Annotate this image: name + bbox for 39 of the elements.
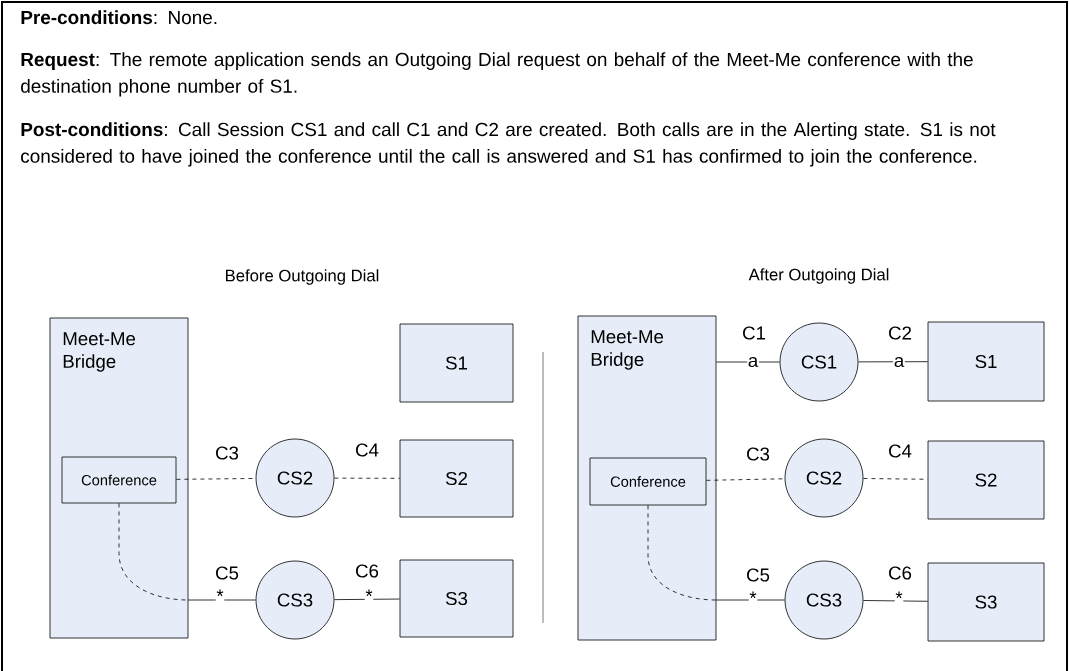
- station-box: S3: [399, 559, 514, 638]
- edge-label: C2: [886, 325, 914, 341]
- line-mark: *: [748, 590, 758, 606]
- conference-box: Conference: [589, 457, 707, 506]
- station-box: S3: [927, 562, 1045, 642]
- edge-label: C3: [744, 446, 772, 462]
- paragraph-text: Request: The remote application sends an Outgoing Dial request on behalf of the Meet-Me conference with the destination phone number of S1.: [21, 52, 973, 97]
- connector-line: [863, 600, 928, 602]
- connector-line: [863, 478, 928, 480]
- line-mark: *: [364, 588, 374, 604]
- connector-line: [858, 361, 928, 363]
- line-mark: *: [894, 590, 904, 606]
- edge-label: C4: [886, 443, 914, 459]
- station-box: S2: [927, 440, 1045, 520]
- edge-label: C5: [213, 565, 241, 581]
- connector-line: [334, 598, 400, 601]
- conference-box: Conference: [61, 456, 177, 504]
- station-box: S1: [927, 321, 1045, 402]
- panel-title: After Outgoing Dial: [748, 268, 889, 284]
- connector-line: [706, 478, 785, 481]
- station-box: S1: [399, 323, 514, 403]
- paragraph-text: Pre-conditions: None.: [21, 10, 217, 25]
- connector-line: [176, 478, 256, 480]
- connector-line: [716, 361, 780, 363]
- edge-label: C6: [353, 563, 381, 579]
- edge-label: C5: [744, 567, 772, 583]
- station-box: S2: [399, 439, 514, 518]
- edge-label: C6: [886, 565, 914, 581]
- line-mark: *: [215, 588, 225, 604]
- line-mark: a: [893, 356, 905, 368]
- edge-label: C4: [353, 442, 381, 458]
- connector-line: [334, 477, 400, 479]
- paragraph-text: Post-conditions: Call Session CS1 and call C1 and C2 are created. Both calls are in the Alerting state. S1 is not considered to have joined the conference until the call is answered and S1 has confirmed to join the conference.: [21, 122, 996, 167]
- line-mark: a: [747, 356, 759, 368]
- panel-title: Before Outgoing Dial: [226, 269, 379, 285]
- edge-label: C3: [213, 445, 241, 461]
- edge-label: C1: [740, 325, 768, 341]
- connector-line: [118, 503, 256, 601]
- connector-line: [647, 505, 785, 601]
